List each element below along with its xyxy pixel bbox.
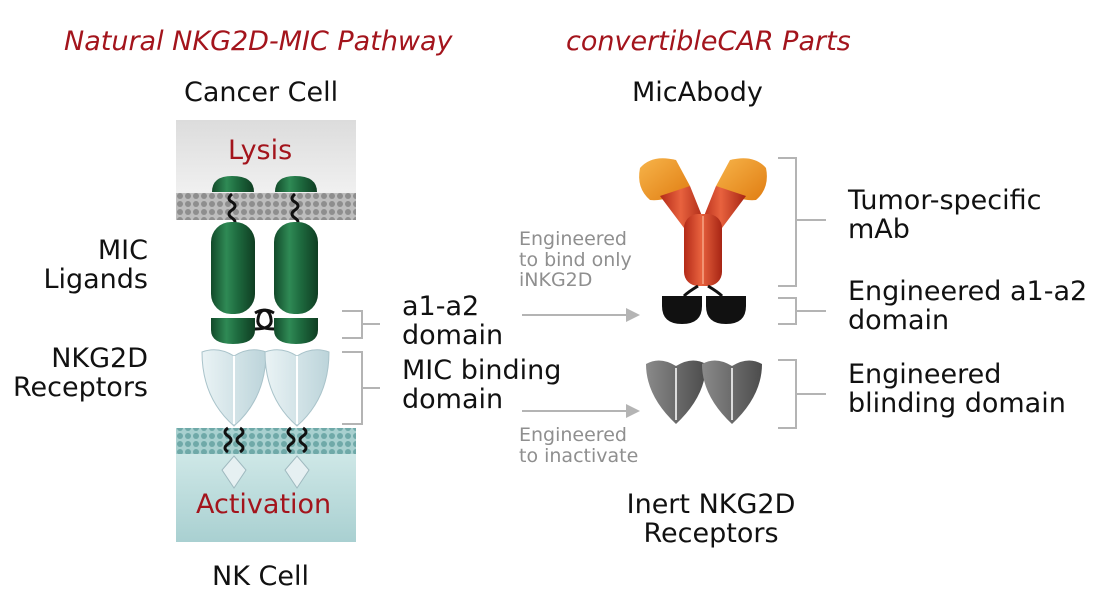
cancer-cell-region (176, 120, 356, 206)
nk-cell-region (176, 440, 356, 542)
a1a2-right-bracket (778, 297, 826, 325)
activation-label: Activation (196, 489, 332, 520)
arrow-inactivate (522, 404, 640, 418)
micabody-label: MicAbody (632, 77, 763, 108)
mab-bracket (778, 157, 826, 287)
mic-ligand (211, 176, 273, 344)
mic-ligand (256, 176, 318, 344)
nkg2d-receptor (264, 349, 330, 489)
micabody-antibody (639, 158, 767, 324)
right-header: convertibleCAR Parts (566, 26, 851, 57)
inert-nkg2d-receptors (646, 360, 762, 424)
blinding-bracket (778, 359, 826, 429)
cancer-cell-membrane (176, 193, 356, 220)
nkg2d-receptor (201, 349, 267, 489)
left-header: Natural NKG2D-MIC Pathway (64, 26, 453, 57)
mic-binding-bracket (342, 351, 380, 425)
nk-cell-membrane (176, 428, 356, 454)
lysis-label: Lysis (228, 135, 293, 166)
engineered-a1a2-domain (662, 296, 702, 324)
arrow-bind (522, 308, 640, 322)
nk-cell-label: NK Cell (212, 561, 309, 592)
a1a2-bracket (342, 310, 380, 339)
cancer-cell-label: Cancer Cell (184, 77, 339, 108)
